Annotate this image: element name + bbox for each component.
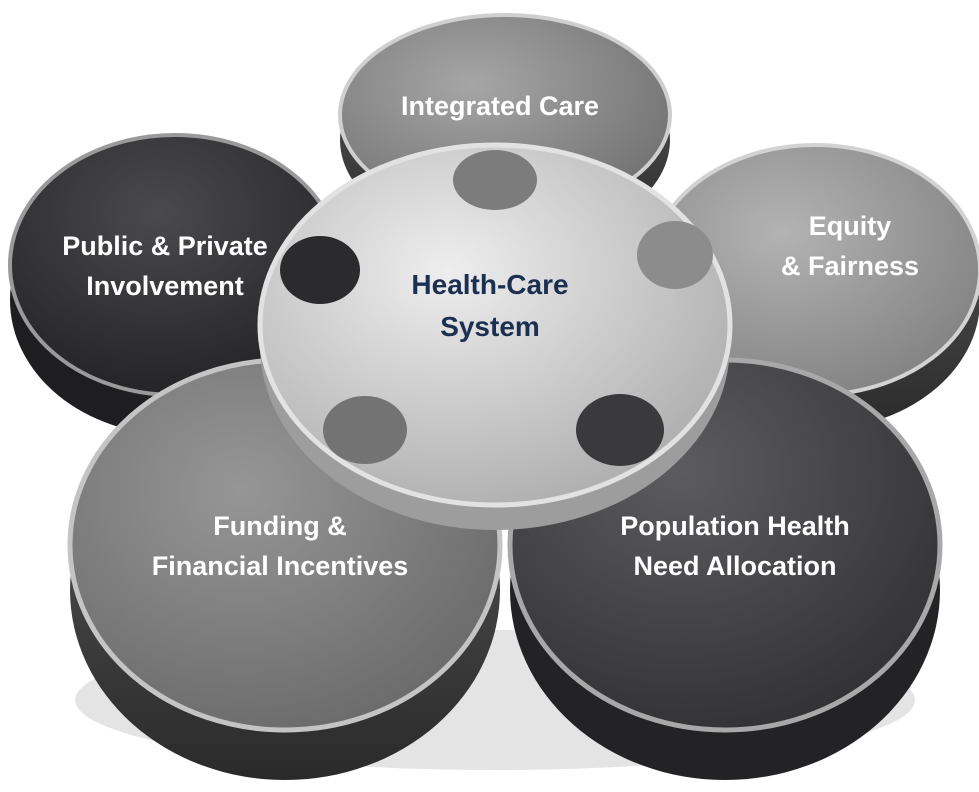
tab-bottom-right	[576, 394, 664, 466]
label-health-care-system: Health-Care System	[411, 269, 569, 342]
label-population-health-need-allocation: Population Health Need Allocation	[620, 511, 850, 581]
tab-bottom-left	[323, 396, 407, 464]
tab-top	[453, 150, 537, 210]
label-public-private-involvement: Public & Private Involvement	[62, 231, 268, 301]
label-integrated-care: Integrated Care	[400, 91, 600, 121]
label-funding-financial-incentives: Funding & Financial Incentives	[151, 511, 409, 581]
label-equity-fairness: Equity & Fairness	[780, 211, 920, 281]
tab-left	[280, 236, 360, 304]
tab-right	[637, 221, 713, 289]
